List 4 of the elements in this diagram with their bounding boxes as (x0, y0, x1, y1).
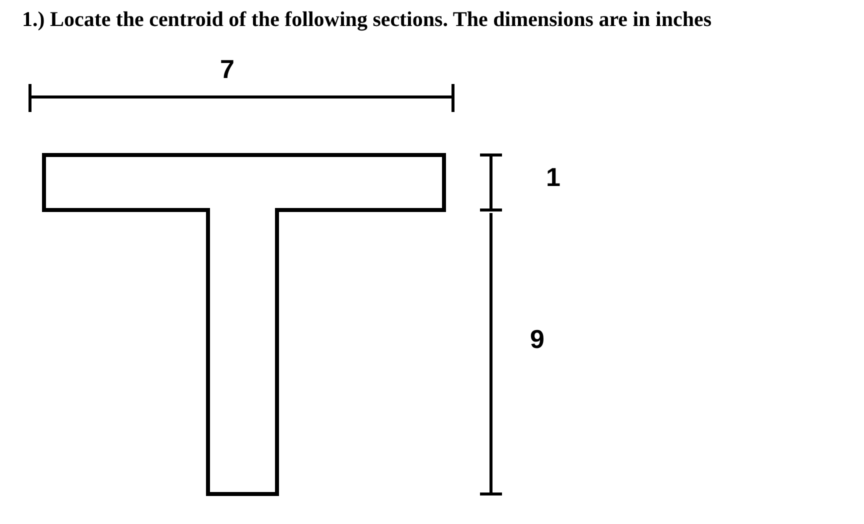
dimension-label: 1 (546, 164, 560, 190)
dimension-label: 7 (220, 56, 234, 82)
dimension-label: 9 (530, 326, 544, 352)
problem-title: 1.) Locate the centroid of the following sections. The dimensions are in inches (22, 6, 712, 33)
